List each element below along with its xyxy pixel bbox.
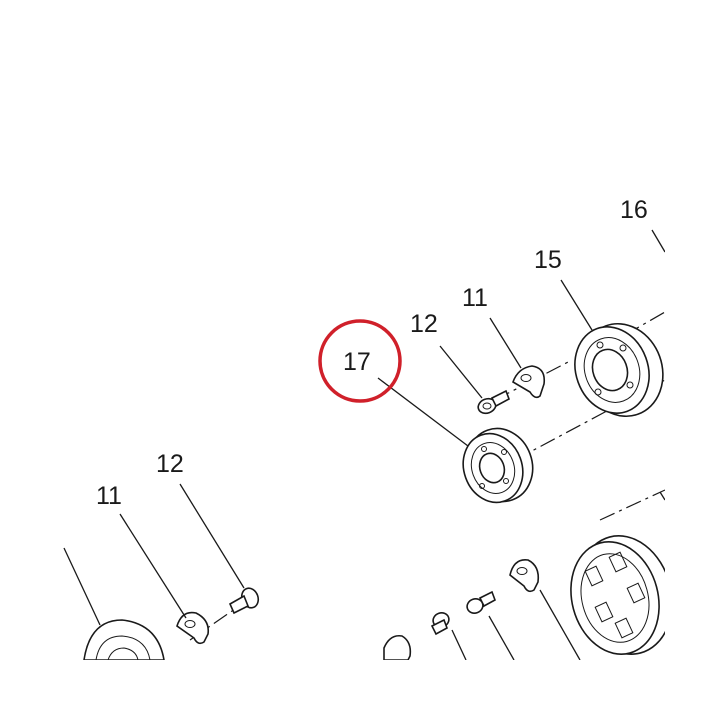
callout-11-left: 11	[96, 482, 122, 510]
part-12-screw-left	[228, 587, 260, 615]
leader-12-left	[179, 483, 245, 589]
leader-17	[377, 377, 469, 447]
leader-11-left	[119, 513, 187, 619]
callout-17: 17	[343, 348, 371, 376]
lower-plate-2	[383, 634, 412, 661]
callout-12-left: 12	[156, 450, 184, 478]
lower-leader-2	[451, 629, 467, 661]
part-11-plate-top	[512, 365, 546, 399]
bottom-mask	[0, 660, 720, 720]
lower-leader-4	[659, 491, 666, 501]
part-12-screw-top	[477, 389, 510, 415]
lower-leader-1	[488, 615, 515, 661]
lower-leader-3	[539, 589, 581, 661]
callout-15: 15	[534, 246, 562, 274]
callout-12-top: 12	[410, 310, 438, 338]
highlight-circle	[318, 319, 402, 403]
part-11-plate-left	[176, 611, 210, 645]
right-mask	[665, 0, 720, 720]
part-15-bearing	[574, 322, 664, 418]
leader-left-bearing	[63, 547, 101, 626]
leader-15	[560, 279, 593, 331]
part-17-bearing	[462, 427, 534, 504]
leader-11-top	[489, 317, 522, 369]
lower-screw-2	[430, 612, 450, 636]
roller-bearing-lower	[570, 535, 673, 655]
lower-plate	[509, 558, 540, 593]
axis-line-lower	[599, 489, 666, 521]
callout-16: 16	[620, 196, 648, 224]
left-bearing	[83, 619, 165, 661]
callout-11-top: 11	[462, 284, 488, 312]
lower-screw-1	[466, 590, 496, 614]
part-16-shaft	[651, 229, 666, 253]
leader-12-top	[439, 345, 483, 399]
